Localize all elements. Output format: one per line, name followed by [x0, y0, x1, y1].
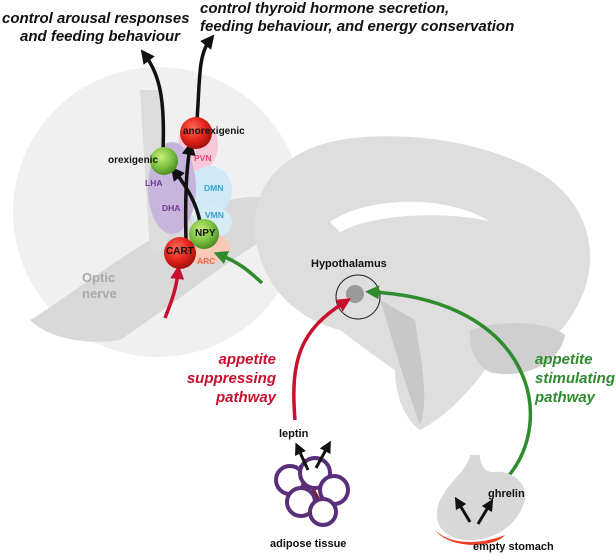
optic-line2: nerve [82, 286, 117, 301]
anorexigenic-node [180, 117, 212, 149]
right-output-label: control thyroid hormone secretion, feedi… [200, 0, 514, 36]
arc-label: ARC [197, 256, 216, 266]
stimulate-pathway-arrow [365, 285, 533, 482]
optic-tract-shape [30, 196, 292, 342]
leptin-release-arrow-left [295, 442, 310, 471]
cart-node [164, 237, 196, 269]
stomach-illustration [435, 455, 526, 545]
fat-cell [308, 497, 338, 527]
stim-line1: appetite [535, 351, 593, 368]
vmn-label: VMN [205, 210, 224, 220]
stomach-label: empty stomach [473, 541, 554, 553]
stomach-lining [435, 530, 505, 545]
stim-line3: pathway [535, 389, 596, 406]
right-output-line1: control thyroid hormone secretion, [200, 0, 450, 17]
npy-to-orexigenic-arrow [170, 166, 202, 223]
inset-red-input-arrow [163, 265, 185, 319]
orexigenic-node [150, 147, 178, 175]
stimulate-pathway-label: appetite stimulating pathway [535, 350, 615, 407]
lha-label: LHA [145, 178, 163, 188]
arousal-output-arrow [140, 49, 166, 153]
orexigenic-label: orexigenic [108, 155, 159, 166]
anorexigenic-label: anorexigenic [183, 126, 245, 137]
dha-label: DHA [162, 203, 181, 213]
optic-line1: Optic [82, 270, 116, 285]
suppress-line1: appetite [218, 351, 276, 368]
optic-nerve-label: Optic nerve [82, 270, 117, 302]
leptin-release-arrow-right [314, 440, 331, 469]
hypothalamus-area [346, 285, 364, 303]
ghrelin-release-arrow-left [454, 496, 472, 523]
npy-label: NPY [195, 228, 216, 239]
corpus-callosum [330, 201, 490, 232]
suppress-line3: pathway [215, 389, 276, 406]
pvn-label: PVN [194, 153, 212, 163]
left-output-line2: and feeding behaviour [20, 28, 181, 45]
suppress-line2: suppressing [186, 370, 276, 387]
left-output-line1: control arousal responses [2, 10, 190, 27]
stomach-shape [436, 455, 526, 540]
cart-label: CART [166, 246, 194, 257]
dmn-region [188, 166, 232, 214]
suppress-pathway-label: appetite suppressing pathway [183, 350, 276, 407]
adipose-tissue-illustration [274, 440, 350, 527]
inset-green-input-arrow [213, 251, 264, 285]
dmn-label: DMN [204, 183, 224, 193]
leptin-label: leptin [279, 428, 309, 440]
ghrelin-label: ghrelin [488, 488, 525, 500]
left-output-label: control arousal responses and feeding be… [2, 10, 190, 46]
ghrelin-release-arrow-right [476, 498, 494, 525]
adipose-label: adipose tissue [270, 538, 347, 550]
brain-outline [254, 136, 591, 430]
npy-node [189, 219, 219, 249]
hypothalamus-label: Hypothalamus [311, 258, 387, 270]
suppress-pathway-arrow [292, 298, 351, 421]
brainstem [380, 300, 425, 425]
hypothalamus-circle [335, 274, 381, 320]
thyroid-output-arrow [195, 34, 215, 121]
right-output-line2: feeding behaviour, and energy conservati… [200, 18, 515, 35]
stim-line2: stimulating [535, 370, 616, 387]
